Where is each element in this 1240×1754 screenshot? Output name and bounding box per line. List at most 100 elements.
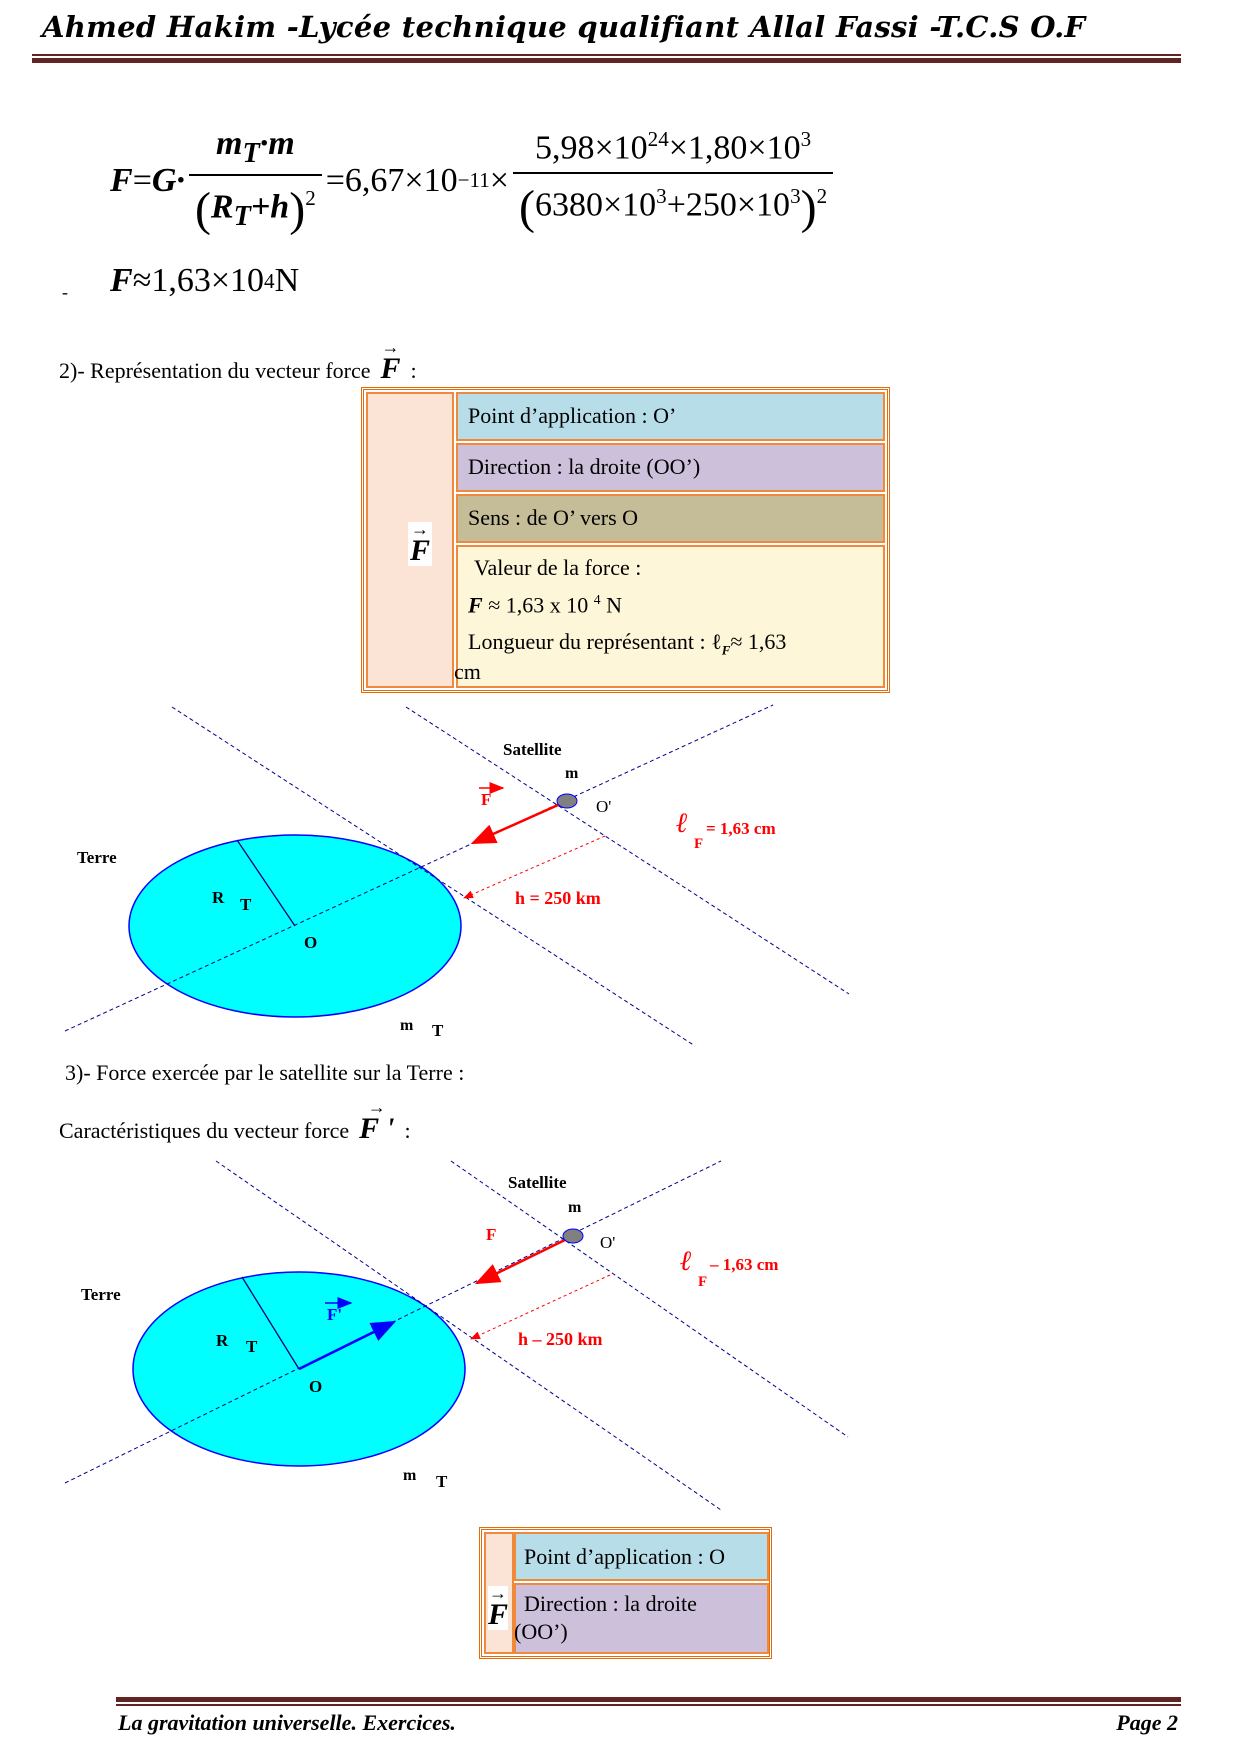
vector-f-symbol: →F <box>488 1583 509 1632</box>
eq-constant-exp: −11 <box>457 168 490 193</box>
eq-mt: m <box>215 125 243 162</box>
satellite-force-diagram-2: Satellite m O' F F' ℓ – 1,63 cm F h – 25… <box>64 1160 849 1511</box>
value-line: F ≈ 1,63 x 10 4 N <box>468 592 622 618</box>
table-row-direction: Direction : la droite (OO’) <box>456 443 885 492</box>
center-o-label: O <box>304 933 317 952</box>
vector-f-symbol: →F <box>380 337 401 386</box>
length-label: – 1,63 cm <box>709 1255 778 1274</box>
header-rule-thick <box>32 58 1181 63</box>
o-prime-label: O' <box>600 1233 615 1252</box>
earth-label: Terre <box>81 1285 121 1304</box>
value-exp: 4 <box>593 592 601 607</box>
reaction-force-vector-arrow <box>298 1320 397 1371</box>
earth-mass-label: m <box>400 1017 414 1034</box>
length-sub-label: F <box>698 1274 707 1290</box>
eq-den-square: 2 <box>816 183 828 208</box>
value-title: Valeur de la force : <box>474 555 642 580</box>
altitude-label: h = 250 km <box>515 888 601 908</box>
earth-mass-label: m <box>403 1467 417 1484</box>
vector-f-letter: F <box>410 534 431 568</box>
result-exp: 4 <box>264 268 275 293</box>
footer-rule-thick <box>116 1697 1181 1702</box>
direction-text-cont: (OO’) <box>514 1619 568 1644</box>
eq-den-exp-1: 3 <box>656 183 667 208</box>
section-3-subtitle: Caractéristiques du vecteur force <box>59 1118 350 1144</box>
mass-m-label: m <box>568 1199 582 1216</box>
satellite-point <box>562 1228 584 1244</box>
result-f: F <box>110 262 133 299</box>
force-vector-arrow <box>474 1234 574 1285</box>
bullet-dash: - <box>62 282 68 302</box>
vector-f-letter: F <box>488 1598 509 1632</box>
footer-title: La gravitation universelle. Exercices. <box>118 1710 456 1735</box>
perpendicular-line-earth <box>171 706 696 1047</box>
radius-sub-label: T <box>246 1337 258 1356</box>
force-characteristics-table: →F Point d’application : O’ Direction : … <box>361 387 890 693</box>
eq-den-2: +250×10 <box>666 185 791 223</box>
page-number: Page 2 <box>1116 1710 1178 1735</box>
earth-mass-sub-label: T <box>432 1021 444 1040</box>
section-3-title: 3)- Force exercée par le satellite sur l… <box>65 1060 465 1085</box>
altitude-label: h – 250 km <box>518 1329 603 1349</box>
satellite-force-diagram-1: Satellite m O' F ℓ = 1,63 cm F h = 250 k… <box>64 704 850 1047</box>
eq-times: × <box>489 161 509 199</box>
radius-line <box>241 1276 300 1370</box>
length-label: = 1,63 cm <box>706 819 776 838</box>
earth-mass-sub-label: T <box>436 1472 448 1491</box>
result-unit: N <box>274 262 300 299</box>
table-row-application-point: Point d’application : O <box>514 1532 769 1581</box>
eq-f: F <box>110 161 133 199</box>
eq-num-2: ×1,80×10 <box>668 129 801 167</box>
line-oo-prime <box>64 704 774 1032</box>
table-vector-cell: →F <box>366 392 454 688</box>
eq-g: G· <box>151 161 185 199</box>
table-vector-cell: →F <box>484 1532 514 1654</box>
direction-text: Direction : la droite <box>524 1591 697 1616</box>
eq-num-exp-2: 3 <box>800 127 812 152</box>
eq-den-exp-2: 3 <box>790 183 801 208</box>
value-unit: N <box>606 592 622 618</box>
colon: : <box>410 358 417 384</box>
colon: : <box>404 1118 411 1144</box>
length-line: Longueur du représentant : ℓF≈ 1,63 <box>468 629 786 658</box>
radius-line <box>236 839 296 927</box>
vector-f-prime-symbol: →F ' <box>359 1097 395 1146</box>
perpendicular-line-satellite <box>450 1160 849 1438</box>
eq-num-1: 5,98×10 <box>534 129 648 167</box>
table-row-application-point: Point d’application : O’ <box>456 392 885 441</box>
length-text: Longueur du représentant : ℓ <box>468 629 722 654</box>
o-prime-label: O' <box>596 797 611 816</box>
force-prime-label: F' <box>327 1305 342 1324</box>
force-label: F <box>481 790 491 809</box>
footer-rule-thin <box>116 1704 1181 1706</box>
ell-symbol: ℓ <box>679 1246 692 1277</box>
eq-den-1: 6380×10 <box>534 185 657 223</box>
satellite-point <box>556 793 578 809</box>
satellite-label: Satellite <box>508 1173 567 1192</box>
section-3-subheading: Caractéristiques du vecteur force →F ' : <box>59 1097 411 1146</box>
altitude-arrow <box>463 835 606 899</box>
ell-symbol: ℓ <box>675 808 688 839</box>
altitude-arrow <box>470 1274 611 1340</box>
radius-sub-label: T <box>240 895 252 914</box>
earth-label: Terre <box>77 848 117 867</box>
result-value: ≈1,63×10 <box>132 262 265 299</box>
mass-m-label: m <box>565 765 579 782</box>
section-2-heading: 2)- Représentation du vecteur force →F : <box>59 337 417 386</box>
length-value: ≈ 1,63 <box>730 629 787 654</box>
eq-num-exp-1: 24 <box>647 127 669 152</box>
table-row-direction: Direction : la droite (OO’) <box>514 1583 769 1654</box>
eq-constant: =6,67×10 <box>325 161 458 199</box>
force-label: F <box>486 1225 496 1244</box>
radius-label: R <box>216 1331 229 1350</box>
center-o-label: O <box>309 1377 322 1396</box>
value-text: ≈ 1,63 x 10 <box>488 592 589 618</box>
eq-h: +h <box>250 188 290 226</box>
section-2-title: 2)- Représentation du vecteur force <box>59 358 371 384</box>
perpendicular-line-earth <box>215 1160 722 1511</box>
gravitation-equation: F=G· mT·m (RT+h)2 =6,67×10−11× 5,98×1024… <box>110 125 837 237</box>
numeric-fraction: 5,98×1024×1,80×103 (6380×103+250×103)2 <box>512 127 834 234</box>
eq-square: 2 <box>305 185 316 210</box>
vector-f-letter: F <box>380 352 401 386</box>
